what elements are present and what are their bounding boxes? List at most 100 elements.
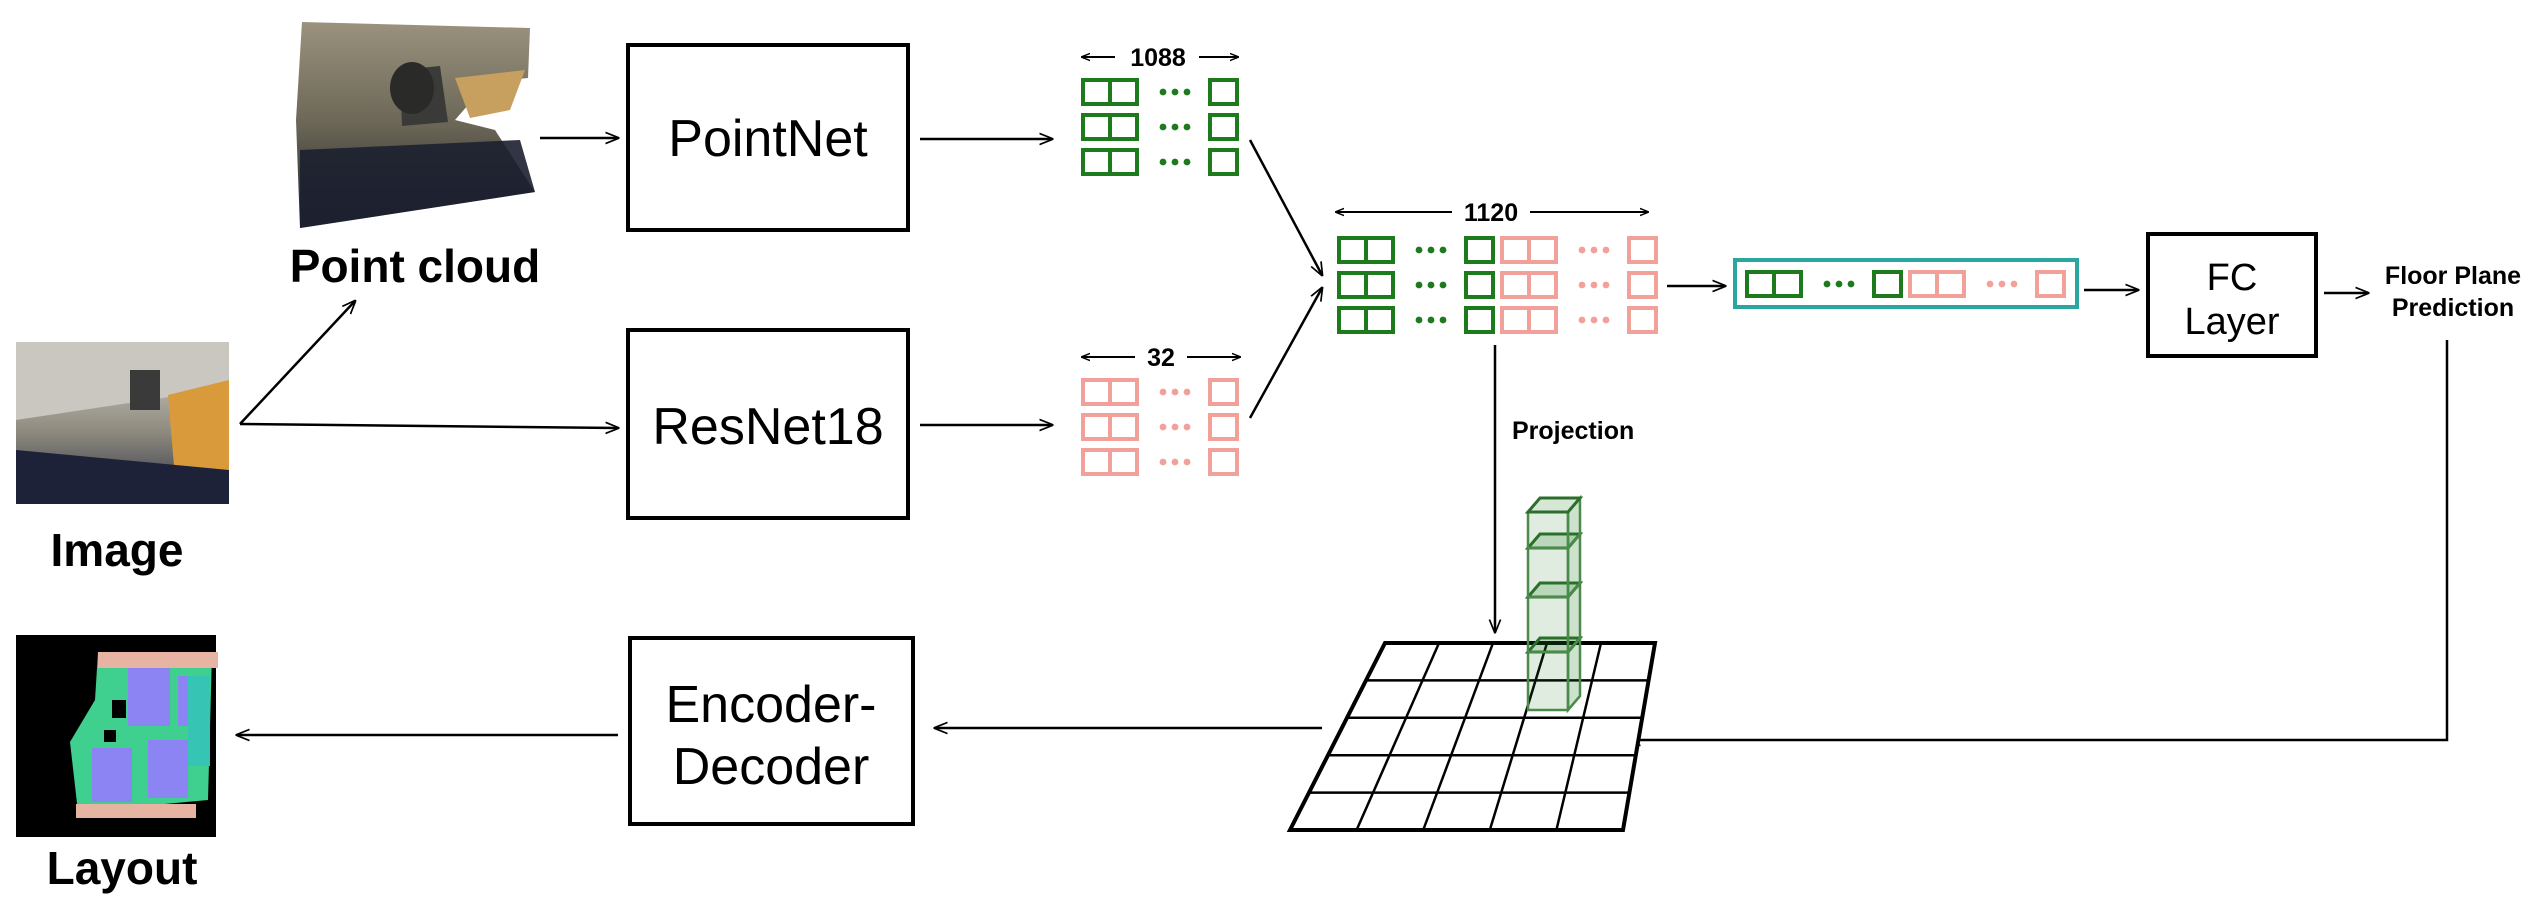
- arrow-pointnet-features-to-concat: [1248, 139, 1322, 275]
- pooled-pink-cell: [2035, 270, 2066, 298]
- floor-plane-label-line2: Prediction: [2392, 294, 2514, 322]
- concat-green-cell: [1364, 271, 1395, 299]
- pooled-green-cell: [1872, 270, 1903, 298]
- floor-grid-line: [1488, 642, 1549, 831]
- concat-green-ellipsis: [1427, 246, 1435, 254]
- concat-green-cell: [1364, 236, 1395, 264]
- concat-green-ellipsis: [1439, 316, 1447, 324]
- resnet-feature-cell: [1208, 448, 1239, 476]
- pooled-pink-cell: [1935, 270, 1966, 298]
- arrow-resnet-features-to-concat: [1248, 288, 1322, 419]
- pointnet-feature-grid: [1081, 78, 1239, 176]
- floor-plane-label-line1: Floor Plane: [2385, 262, 2521, 290]
- encoder-decoder-box: [628, 636, 915, 826]
- fc-layer-label-line1: FC: [2207, 257, 2258, 299]
- resnet-feature-ellipsis: [1159, 458, 1167, 466]
- resnet-feature-ellipsis: [1183, 458, 1191, 466]
- pooled-pink-ellipsis: [1986, 280, 1994, 288]
- resnet-feature-ellipsis: [1171, 423, 1179, 431]
- concat-pink-ellipsis: [1602, 246, 1610, 254]
- concat-pink-cell: [1500, 306, 1531, 334]
- floor-grid-line: [1355, 642, 1441, 831]
- pointnet-dim-label: 1088: [1130, 44, 1186, 72]
- voxel-cube-front: [1526, 595, 1570, 654]
- arrow-image-to-pointcloud: [239, 301, 355, 425]
- pointnet-feature-cell: [1081, 113, 1112, 141]
- layout-label: Layout: [47, 842, 198, 894]
- resnet-feature-cell: [1081, 413, 1112, 441]
- image-label: Image: [51, 524, 184, 576]
- pointnet-feature-cell: [1081, 148, 1112, 176]
- pointnet-label: PointNet: [668, 110, 868, 168]
- concat-pink-cell: [1527, 271, 1558, 299]
- concat-pink-ellipsis: [1590, 281, 1598, 289]
- pooled-green-ellipsis: [1835, 280, 1843, 288]
- floor-grid: [1286, 641, 1658, 832]
- resnet-feature-grid: [1081, 378, 1239, 476]
- concat-green-ellipsis: [1439, 246, 1447, 254]
- floor-grid-outline: [1286, 641, 1658, 832]
- concat-pink-cell: [1627, 236, 1658, 264]
- concat-green-ellipsis: [1427, 316, 1435, 324]
- concat-green-cell: [1337, 236, 1368, 264]
- pooled-feature-vector: [1745, 270, 2066, 298]
- pointnet-feature-cell: [1108, 113, 1139, 141]
- concat-dim-label: 1120: [1464, 199, 1518, 227]
- concat-green-ellipsis: [1415, 246, 1423, 254]
- concat-green-cell: [1464, 271, 1495, 299]
- pointnet-feature-cell: [1081, 78, 1112, 106]
- concat-pink-cell: [1627, 271, 1658, 299]
- concat-pink-ellipsis: [1590, 246, 1598, 254]
- concat-green-cell: [1337, 271, 1368, 299]
- resnet-feature-ellipsis: [1183, 388, 1191, 396]
- resnet-feature-cell: [1081, 448, 1112, 476]
- input-image: [16, 342, 229, 504]
- pointnet-feature-ellipsis: [1183, 88, 1191, 96]
- pooled-vector-frame: [1733, 258, 2079, 309]
- layout-image: [16, 635, 218, 837]
- pooled-green-ellipsis: [1823, 280, 1831, 288]
- voxel-cube-top: [1524, 496, 1584, 514]
- resnet-feature-cell: [1108, 378, 1139, 406]
- encoder-decoder-label-line1: Encoder-: [666, 676, 877, 734]
- resnet-feature-ellipsis: [1171, 388, 1179, 396]
- resnet-feature-cell: [1108, 448, 1139, 476]
- pooled-green-cell: [1745, 270, 1776, 298]
- pooled-green-cell: [1772, 270, 1803, 298]
- voxel-cube-front: [1526, 510, 1570, 550]
- concat-pink-ellipsis: [1602, 281, 1610, 289]
- pooled-pink-ellipsis: [1998, 280, 2006, 288]
- pointnet-feature-ellipsis: [1171, 88, 1179, 96]
- resnet-dim-label: 32: [1147, 344, 1175, 372]
- fc-layer-label-line2: Layer: [2184, 301, 2279, 343]
- concat-pink-ellipsis: [1590, 316, 1598, 324]
- concat-pink-cell: [1500, 236, 1531, 264]
- concat-pink-cell: [1500, 271, 1531, 299]
- pointnet-feature-ellipsis: [1171, 158, 1179, 166]
- concat-pink-ellipsis: [1578, 281, 1586, 289]
- concat-pink-cell: [1527, 306, 1558, 334]
- voxel-cube-front: [1526, 650, 1570, 712]
- concat-green-cell: [1464, 236, 1495, 264]
- projection-label: Projection: [1512, 417, 1634, 445]
- concat-pink-ellipsis: [1578, 316, 1586, 324]
- resnet-feature-cell: [1208, 378, 1239, 406]
- pointnet-feature-cell: [1208, 148, 1239, 176]
- encoder-decoder-label-line2: Decoder: [673, 738, 870, 796]
- pointnet-feature-ellipsis: [1159, 158, 1167, 166]
- pointnet-feature-cell: [1108, 78, 1139, 106]
- pointnet-feature-ellipsis: [1159, 88, 1167, 96]
- concat-green-cell: [1337, 306, 1368, 334]
- voxel-cube-front: [1526, 546, 1570, 599]
- pointnet-feature-ellipsis: [1183, 158, 1191, 166]
- pointnet-feature-cell: [1208, 113, 1239, 141]
- fc-layer-box: [2146, 232, 2318, 358]
- pointnet-feature-cell: [1208, 78, 1239, 106]
- point-cloud-label: Point cloud: [290, 240, 540, 292]
- resnet-feature-ellipsis: [1159, 423, 1167, 431]
- resnet-feature-ellipsis: [1159, 388, 1167, 396]
- arrow-image-to-resnet: [239, 424, 618, 428]
- resnet-feature-ellipsis: [1183, 423, 1191, 431]
- voxel-column: [1524, 494, 1584, 714]
